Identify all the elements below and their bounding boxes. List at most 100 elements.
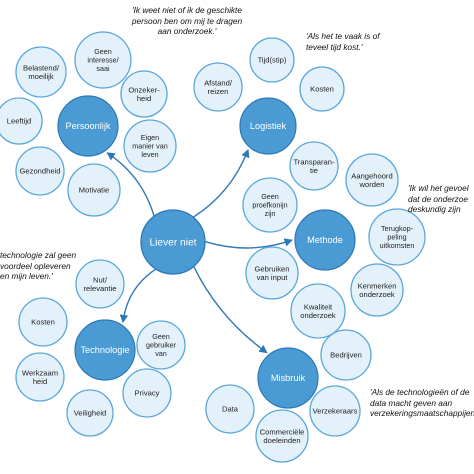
leaf-terugkop-peling-uitkomsten-line: Terugkop- — [381, 224, 414, 233]
hub-misbruik-circle — [257, 347, 319, 409]
quote-persoonlijk: 'Ik weet niet of ik de geschikte persoon… — [131, 5, 243, 36]
leaf-afstand-reizen: Afstand/reizen — [193, 62, 243, 112]
hub-methode: Methode — [294, 209, 356, 271]
leaf-werkzaam-heid-line: Werkzaam — [22, 368, 58, 377]
hub-persoonlijk: Persoonlijk — [57, 95, 119, 157]
connector-arrows — [106, 148, 293, 354]
leaf-geen-interesse-saai-line: Geen — [94, 47, 112, 56]
leaf-transparan-tie-line: Transparan- — [293, 157, 335, 166]
leaf-kosten-line: Kosten — [31, 318, 55, 327]
category-nodes: Persoonlijk LogistiekMethodeTechnologieMi… — [57, 95, 356, 409]
leaf-aangehoord-worden-line: worden — [359, 180, 385, 189]
hub-technologie-label: Technologie — [80, 345, 129, 355]
leaf-belastend-moeilijk: Belastend/moeilijk — [15, 46, 67, 98]
leaf-kosten-line: Kosten — [310, 85, 334, 94]
leaf-aangehoord-worden-line: Aangehoord — [351, 171, 392, 180]
arrow-to-methode — [204, 238, 293, 249]
leaf-terugkop-peling-uitkomsten-line: uitkomsten — [380, 241, 415, 250]
hub-persoonlijk-circle — [57, 95, 119, 157]
center-node-liever-niet: Liever niet — [140, 209, 206, 275]
leaf-bedrijven: Bedrijven — [320, 329, 372, 381]
center-node-circle — [140, 209, 206, 275]
leaf-geen-interesse-saai-circle — [74, 31, 132, 89]
leaf-belastend-moeilijk-line: moeilijk — [28, 72, 54, 81]
leaf-tijd-stip: Tijd(stip) — [249, 37, 295, 83]
leaf-kosten-circle — [18, 297, 68, 347]
leaf-data-line: Data — [222, 405, 239, 414]
leaf-privacy-circle — [122, 368, 172, 418]
leaf-kenmerken-onderzoek-circle — [350, 263, 404, 317]
leaf-kosten-circle — [299, 66, 345, 112]
leaf-kenmerken-onderzoek-line: onderzoek — [359, 290, 395, 299]
leaf-gezondheid-circle — [15, 146, 65, 196]
leaf-kwaliteit-onderzoek-circle — [290, 283, 346, 339]
leaf-afstand-reizen-line: Afstand/ — [204, 78, 233, 87]
quote-methode: 'Ik wil het gevoel dat de onderzoe desku… — [408, 183, 469, 214]
leaf-motivatie: Motivatie — [67, 163, 121, 217]
leaf-data: Data — [205, 384, 255, 434]
leaf-veiligheid-line: Veiligheid — [74, 409, 107, 418]
quote-technologie: technologie zal geen voordeel opleveren … — [0, 250, 77, 281]
leaf-geen-proefkonijn-zijn-circle — [242, 177, 298, 233]
leaf-onzeker-heid-line: Onzeker- — [128, 85, 160, 94]
leaf-gebruiken-van-input-line: Gebruiken — [254, 264, 289, 273]
leaf-belastend-moeilijk-line: Belastend/ — [23, 63, 60, 72]
leaf-geen-gebruiker-van-line: Geen — [152, 332, 170, 341]
leaf-onzeker-heid-line: heid — [137, 94, 151, 103]
leaf-transparan-tie-circle — [289, 141, 339, 191]
arrow-to-persoonlijk — [106, 152, 155, 217]
leaf-gebruiken-van-input-circle — [245, 246, 299, 300]
leaf-tijd-stip-line: Tijd(stip) — [258, 56, 287, 65]
leaf-geen-proefkonijn-zijn-line: proefkonijn — [252, 201, 287, 210]
leaf-belastend-moeilijk-circle — [15, 46, 67, 98]
leaf-terugkop-peling-uitkomsten-line: peling — [387, 233, 406, 242]
leaf-aangehoord-worden-circle — [345, 153, 399, 207]
leaf-geen-interesse-saai-line: interesse/ — [87, 56, 118, 65]
leaf-kwaliteit-onderzoek-line: onderzoek — [300, 311, 336, 320]
leaf-kwaliteit-onderzoek-line: Kwaliteit — [304, 302, 333, 311]
leaf-privacy-line: Privacy — [135, 389, 160, 398]
quote-logistiek: 'Als het te vaak is of teveel tijd kost.… — [306, 31, 380, 52]
leaf-geen-gebruiker-van-line: van — [155, 349, 167, 358]
hub-persoonlijk-label: Persoonlijk — [66, 121, 111, 131]
hub-misbruik-label: Misbruik — [271, 373, 306, 383]
hub-logistiek-label: Logistiek — [250, 121, 287, 131]
leaf-geen-proefkonijn-zijn-line: zijn — [265, 209, 276, 218]
leaf-commerciele-doeleinden-line: Commerciële — [260, 427, 305, 436]
hub-logistiek-circle — [239, 97, 297, 155]
leaf-commerciele-doeleinden-circle — [255, 409, 309, 463]
leaf-geen-interesse-saai-line: saai — [96, 64, 110, 73]
leaf-privacy: Privacy — [122, 368, 172, 418]
leaf-terugkop-peling-uitkomsten-circle — [368, 208, 426, 266]
center-node-label: Liever niet — [149, 238, 196, 249]
quote-misbruik: 'Als de technologieën of de data macht g… — [370, 387, 474, 418]
leaf-eigen-manier-van-leven-circle — [123, 119, 177, 173]
leaf-gebruiken-van-input-line: van input — [257, 273, 289, 282]
leaf-kosten: Kosten — [299, 66, 345, 112]
leaf-kosten: Kosten — [18, 297, 68, 347]
arrow-to-logistiek — [192, 148, 250, 218]
leaf-nodes: Belastend/moeilijkGeeninteresse/saaiOnze… — [0, 31, 426, 463]
leaf-nut-relevantie: Nut/relevantie — [75, 259, 125, 309]
leaf-motivatie-line: Motivatie — [79, 186, 109, 195]
leaf-nut-relevantie-line: Nut/ — [93, 275, 108, 284]
leaf-leeftijd-line: Leeftijd — [7, 117, 32, 126]
leaf-verzekeraars-line: Verzekeraars — [313, 407, 358, 416]
leaf-geen-proefkonijn-zijn-line: Geen — [261, 192, 279, 201]
hub-methode-label: Methode — [307, 235, 343, 245]
leaf-nut-relevantie-circle — [75, 259, 125, 309]
leaf-transparan-tie-line: tie — [310, 166, 318, 175]
